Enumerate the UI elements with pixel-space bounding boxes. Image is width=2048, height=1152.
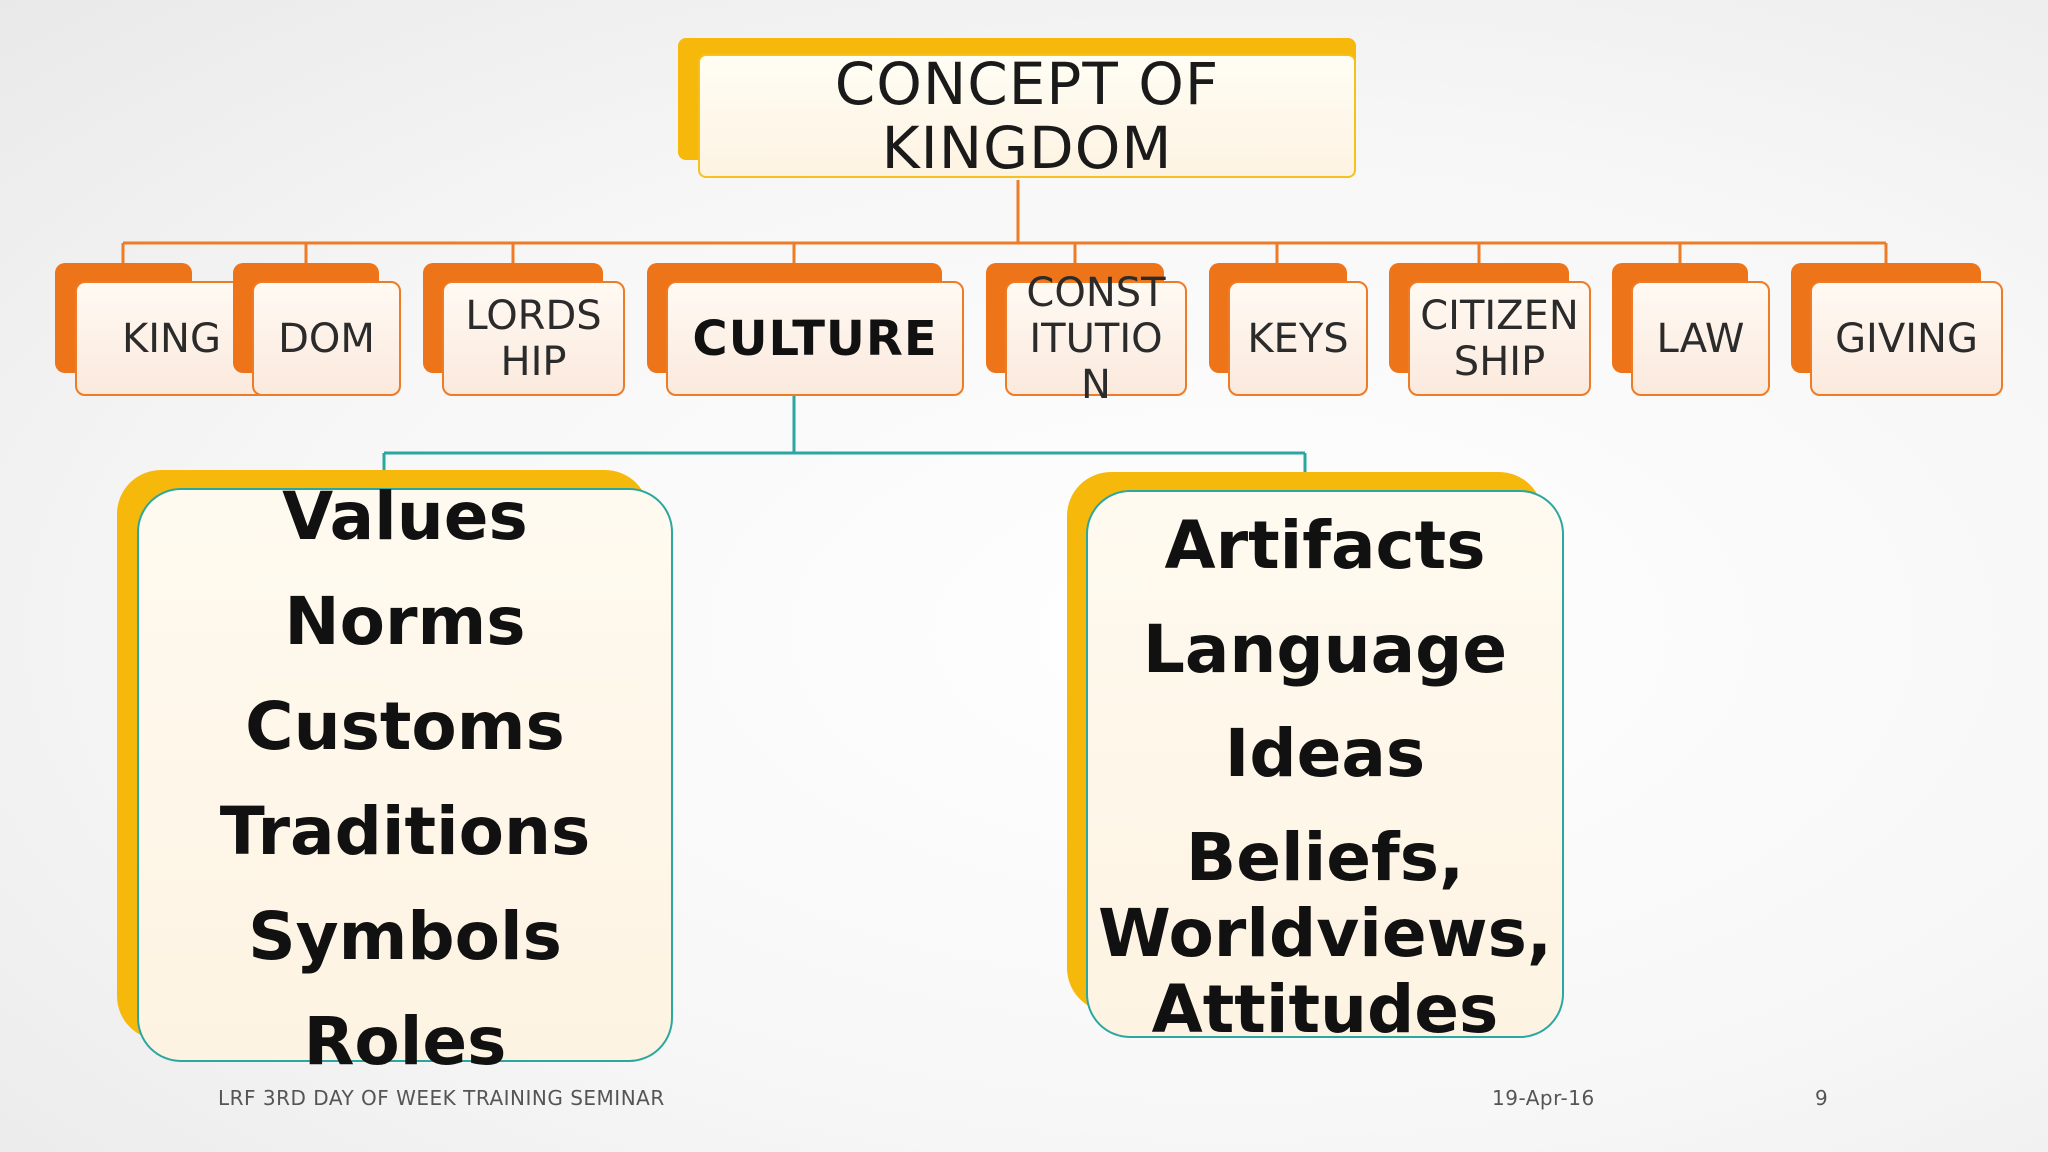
- node-citizenship-label-line-2: SHIP: [1453, 338, 1546, 385]
- leaf-left-item: Symbols: [248, 898, 562, 975]
- leaf-right-item: Ideas: [1224, 715, 1426, 792]
- leaf-culture-right-box: Artifacts Language Ideas Beliefs, Worldv…: [1086, 490, 1564, 1048]
- footer-date: 19-Apr-16: [1492, 1086, 1595, 1110]
- leaf-left-item: Customs: [245, 688, 565, 765]
- node-king-label: KING: [122, 315, 221, 362]
- node-law-box: LAW: [1631, 281, 1770, 396]
- leaf-right-item: Worldviews,: [1098, 895, 1552, 972]
- leaf-left-item: Traditions: [219, 793, 591, 870]
- node-lordship-label-line-2: HIP: [500, 338, 567, 385]
- leaf-culture-left-box: Values Norms Customs Traditions Symbols …: [137, 478, 673, 1080]
- leaf-right-item: Language: [1142, 611, 1508, 688]
- root-node-box: CONCEPT OF KINGDOM: [698, 50, 1356, 182]
- node-constitution-box: CONST ITUTIO N: [1005, 270, 1187, 408]
- node-keys-label: KEYS: [1247, 315, 1349, 362]
- leaf-right-item: Attitudes: [1151, 971, 1499, 1048]
- node-lordship-box: LORDS HIP: [442, 281, 625, 396]
- node-constitution-label-line-2: ITUTIO: [1029, 315, 1163, 362]
- leaf-left-item: Values: [282, 478, 528, 555]
- node-citizenship-box: CITIZEN SHIP: [1408, 281, 1591, 396]
- root-title-line-2: KINGDOM: [881, 114, 1173, 182]
- footer-page-number: 9: [1815, 1086, 1829, 1110]
- node-law-label: LAW: [1656, 315, 1745, 362]
- node-dom-label: DOM: [278, 315, 375, 362]
- leaf-left-item: Norms: [284, 583, 526, 660]
- root-title-line-1: CONCEPT OF: [834, 50, 1220, 118]
- node-giving-label: GIVING: [1835, 315, 1978, 362]
- footer-title: LRF 3RD DAY OF WEEK TRAINING SEMINAR: [218, 1086, 665, 1110]
- node-culture-label: CULTURE: [692, 310, 938, 367]
- node-giving-box: GIVING: [1810, 281, 2003, 396]
- node-constitution-label-line-3: N: [1081, 361, 1111, 408]
- leaf-left-item: Roles: [303, 1003, 507, 1080]
- node-citizenship-label-line-1: CITIZEN: [1420, 292, 1579, 339]
- node-culture-box: CULTURE: [666, 281, 964, 396]
- node-lordship-label-line-1: LORDS: [465, 292, 602, 339]
- leaf-right-item: Beliefs,: [1185, 819, 1465, 896]
- node-keys-box: KEYS: [1228, 281, 1368, 396]
- node-constitution-label-line-1: CONST: [1026, 269, 1166, 316]
- leaf-right-item: Artifacts: [1164, 507, 1486, 584]
- node-dom-box: DOM: [252, 281, 401, 396]
